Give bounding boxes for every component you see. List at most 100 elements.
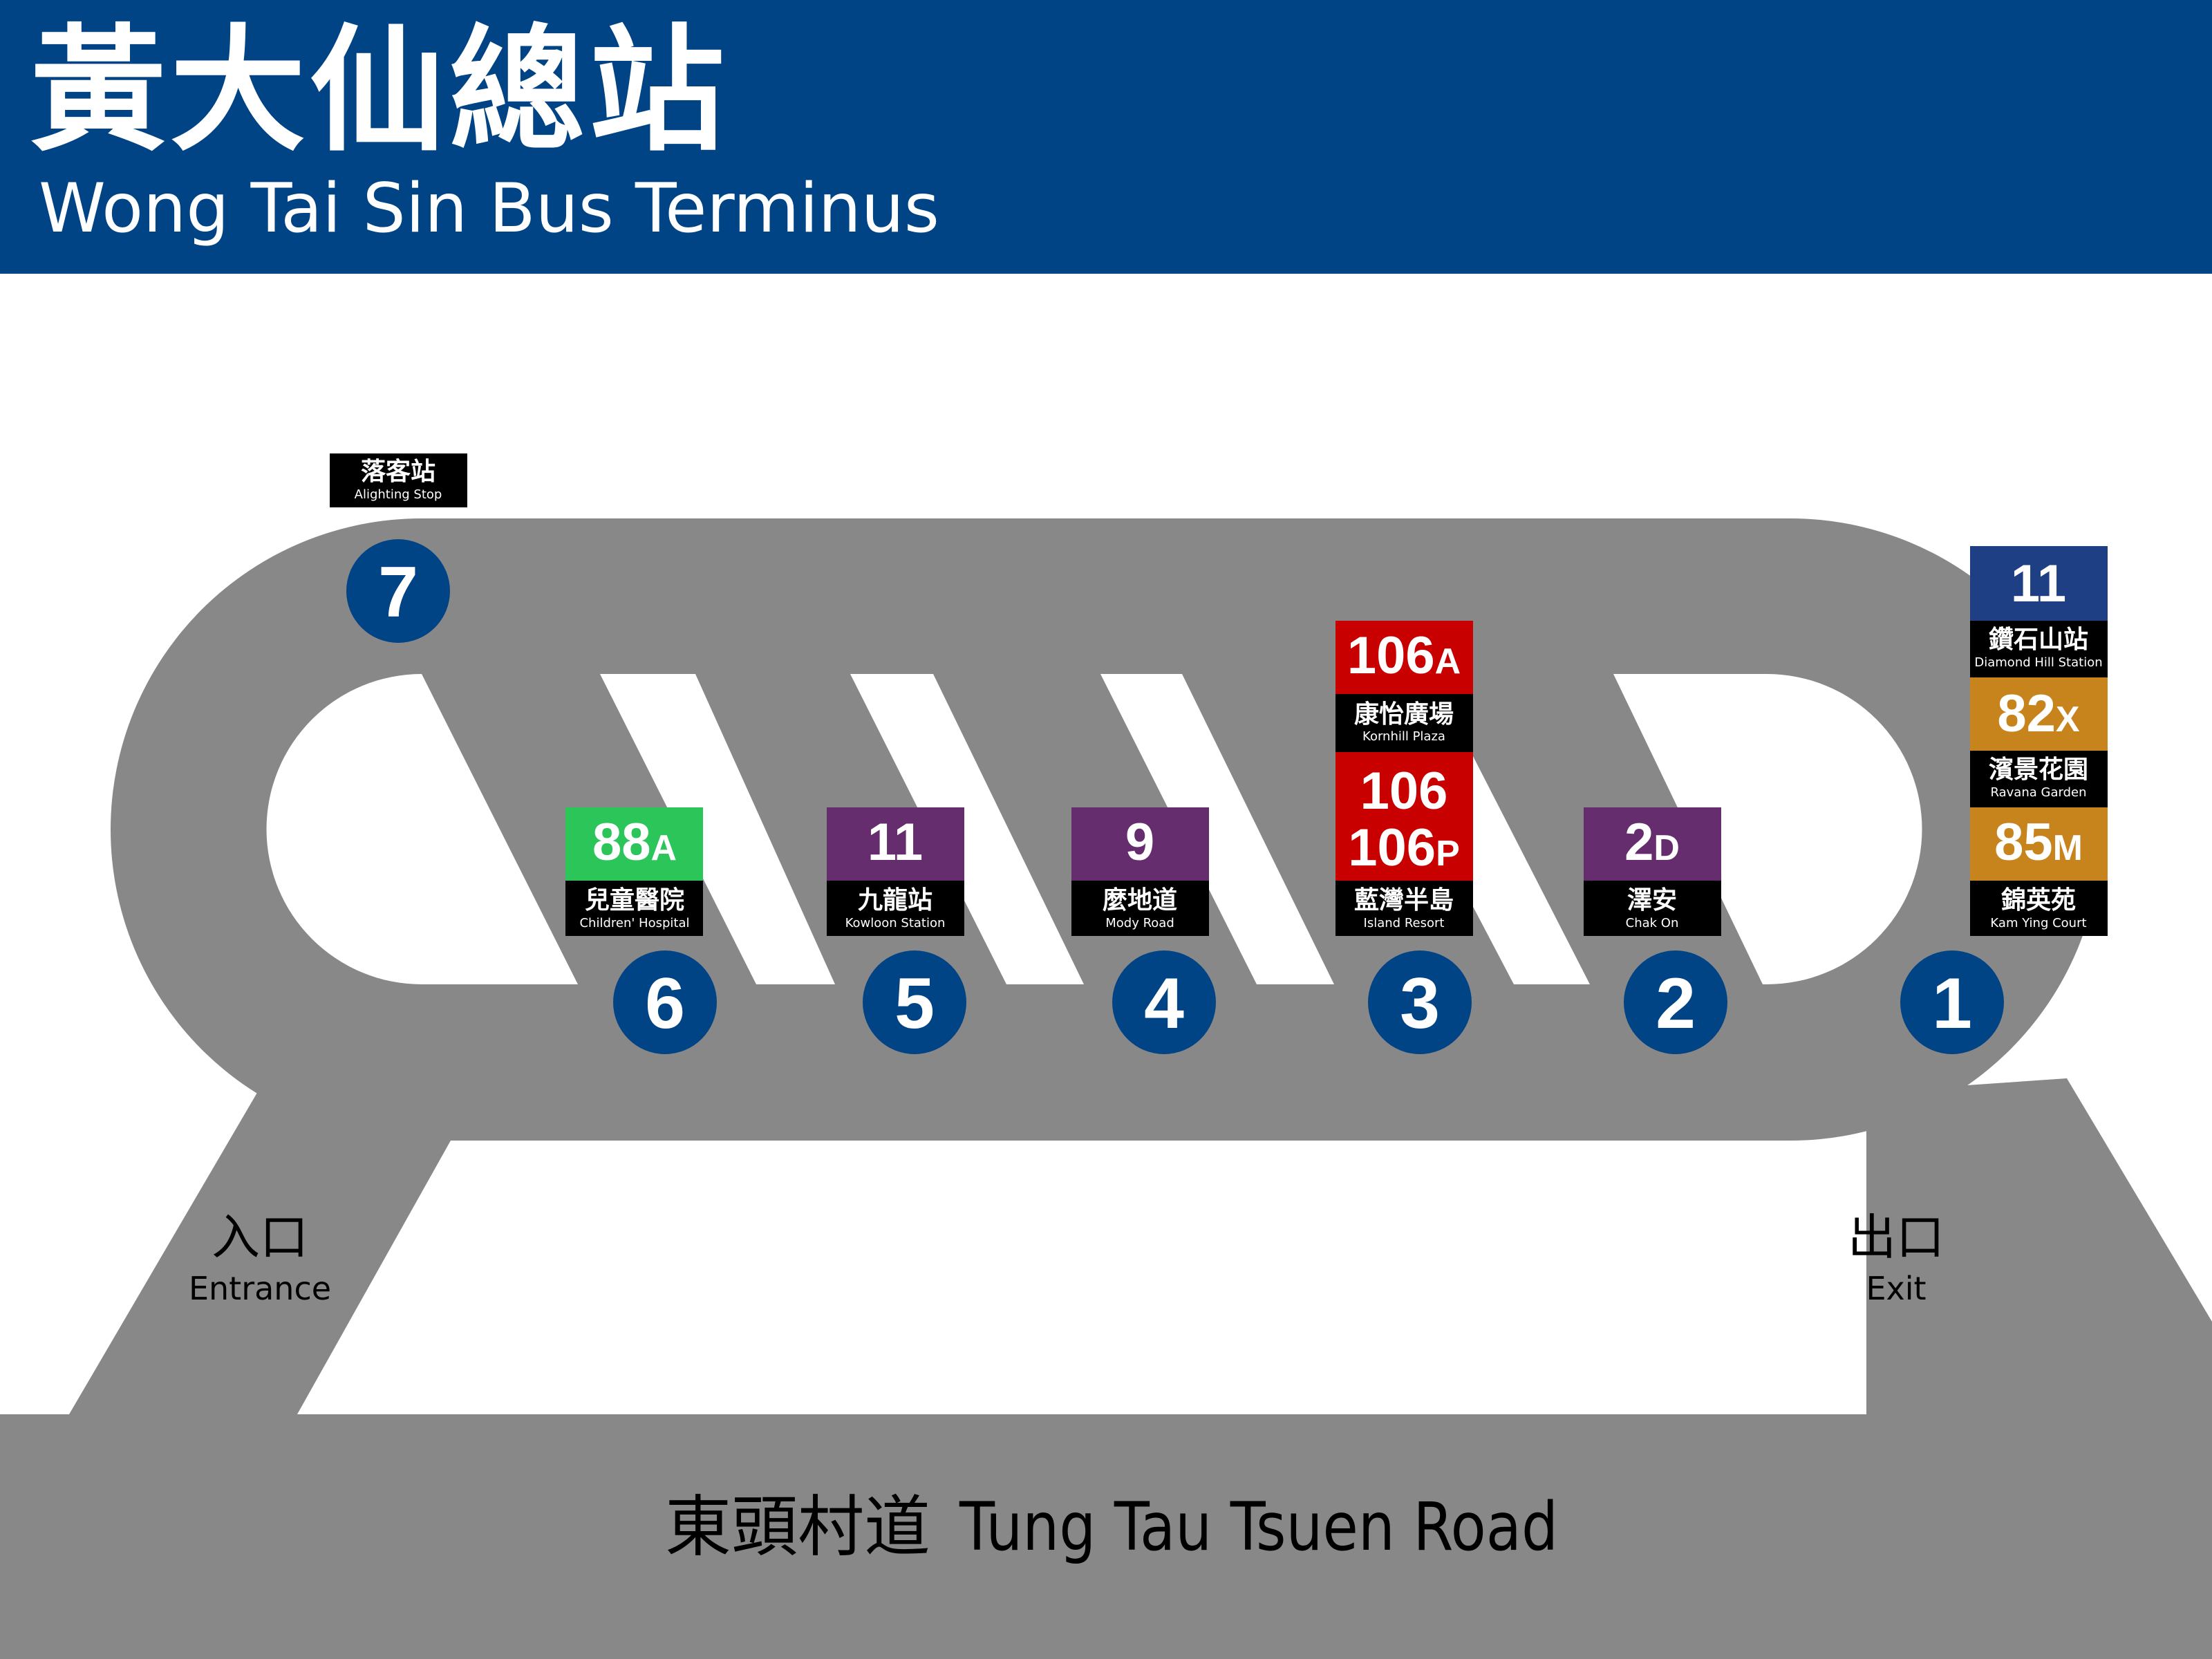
entrance-en: Entrance [189, 1270, 331, 1307]
stand-7-marker: 7 [346, 539, 450, 643]
destination-zh: 九龍站 [858, 886, 932, 915]
destination-zh: 濱景花園 [1989, 756, 2088, 784]
destination-box [827, 881, 964, 936]
route-number: 106P [1348, 818, 1460, 877]
route-suffix: A [650, 828, 677, 868]
route-board-stand-6: 88A 兒童醫院 Children' Hospital [565, 807, 703, 936]
route-number-box [565, 807, 703, 881]
island-2 [600, 674, 835, 984]
route-number: 2D [1624, 813, 1680, 872]
island-right [1613, 674, 1922, 984]
stand-circle [613, 950, 717, 1054]
destination-en: Kornhill Plaza [1362, 729, 1445, 744]
route-number: 82X [1997, 684, 2080, 743]
destination-en: Island Resort [1364, 916, 1445, 930]
route-number-box [1970, 677, 2108, 751]
stand-number: 7 [378, 552, 418, 632]
alighting-stop-box [330, 453, 467, 507]
stand-number: 6 [645, 964, 685, 1044]
route-number: 106A [1347, 626, 1461, 685]
stand-4-marker: 4 [1112, 950, 1216, 1054]
route-number: 88A [592, 813, 677, 872]
exit-zh: 出口 [1848, 1209, 1944, 1266]
route-board-stand-2: 2D 澤安 Chak On [1584, 807, 1721, 936]
road-name: 東頭村道 Tung Tau Tsuen Road [665, 1488, 1558, 1566]
destination-box [1335, 694, 1473, 752]
route-suffix: A [1435, 641, 1461, 682]
alighting-stop-en: Alighting Stop [355, 487, 442, 502]
platform-islands [266, 674, 1922, 984]
destination-box [1970, 621, 2108, 677]
destination-en: Children' Hospital [579, 916, 689, 930]
route-number-main: 106 [1347, 626, 1435, 685]
terminus-title-english: Wong Tai Sin Bus Terminus [39, 169, 939, 248]
destination-zh: 康怡廣場 [1354, 700, 1454, 729]
stand-circle [346, 539, 450, 643]
inner-courtyard [297, 1141, 1866, 1414]
route-board-stand-4: 9 麼地道 Mody Road [1071, 807, 1209, 936]
destination-zh: 錦英苑 [2001, 886, 2076, 915]
route-number-box [1335, 621, 1473, 694]
entrance-zh: 入口 [212, 1209, 308, 1266]
entrance-lane [69, 1071, 470, 1414]
route-board-stand-1-bottom: 85M 錦英苑 Kam Ying Court [1970, 807, 2108, 936]
exit-en: Exit [1866, 1270, 1926, 1307]
entrance-label: 入口 Entrance [189, 1209, 331, 1307]
stand-number: 3 [1400, 964, 1440, 1044]
destination-zh: 鑽石山站 [1989, 626, 2088, 654]
stand-circle [863, 950, 966, 1054]
destination-box [1970, 751, 2108, 807]
stand-markers: 7 6 5 4 3 2 1 [346, 539, 2004, 1054]
stand-circle [1112, 950, 1216, 1054]
route-number: 11 [868, 813, 923, 872]
stand-number: 4 [1144, 964, 1184, 1044]
destination-zh: 麼地道 [1103, 886, 1177, 915]
stand-6-marker: 6 [613, 950, 717, 1054]
route-number: 11 [2011, 554, 2066, 613]
destination-en: Diamond Hill Station [1974, 655, 2102, 670]
destination-zh: 藍灣半島 [1354, 886, 1454, 915]
island-left [266, 674, 578, 984]
route-number-main: 2 [1624, 813, 1653, 872]
header-banner: 黃大仙總站 Wong Tai Sin Bus Terminus [0, 0, 2212, 274]
route-suffix: M [2053, 828, 2083, 868]
alighting-stop-zh: 落客站 [361, 458, 435, 486]
stand-circle [1900, 950, 2004, 1054]
destination-en: Kowloon Station [845, 916, 946, 930]
route-board-stand-3-upper: 106A 康怡廣場 Kornhill Plaza [1335, 621, 1473, 752]
stand-1-marker: 1 [1900, 950, 2004, 1054]
route-board-stand-3-lower: 106 106P 藍灣半島 Island Resort [1335, 752, 1473, 936]
route-number-box [827, 807, 964, 881]
route-suffix: X [2056, 700, 2080, 740]
destination-box [1970, 881, 2108, 936]
island-4 [1100, 674, 1334, 984]
destination-en: Mody Road [1105, 916, 1174, 930]
destination-en: Kam Ying Court [1990, 916, 2086, 930]
route-number-main: 82 [1997, 684, 2056, 743]
route-number-main: 106 [1348, 818, 1436, 877]
destination-box [1071, 881, 1209, 936]
route-board-stand-1-top: 11 鑽石山站 Diamond Hill Station [1970, 546, 2108, 677]
route-number: 106 [1360, 762, 1448, 821]
route-board-stand-5: 11 九龍站 Kowloon Station [827, 807, 964, 936]
destination-en: Ravana Garden [1991, 785, 2087, 800]
stand-3-marker: 3 [1368, 950, 1472, 1054]
exit-label: 出口 Exit [1848, 1209, 1944, 1307]
route-suffix: D [1653, 828, 1680, 868]
route-number-box [1970, 546, 2108, 621]
road-name-en: Tung Tau Tsuen Road [959, 1488, 1558, 1566]
stand-circle [1624, 950, 1727, 1054]
stand-number: 5 [894, 964, 935, 1044]
route-board-stand-1-middle: 82X 濱景花園 Ravana Garden [1970, 677, 2108, 807]
stand-5-marker: 5 [863, 950, 966, 1054]
route-number: 85M [1994, 813, 2083, 872]
destination-box [1335, 881, 1473, 936]
route-number-box [1584, 807, 1721, 881]
route-number-main: 88 [592, 813, 651, 872]
stand-number: 1 [1932, 964, 1972, 1044]
destination-zh: 澤安 [1627, 886, 1677, 915]
route-number-box [1335, 752, 1473, 881]
road-name-zh: 東頭村道 [665, 1488, 930, 1566]
stand-circle [1368, 950, 1472, 1054]
